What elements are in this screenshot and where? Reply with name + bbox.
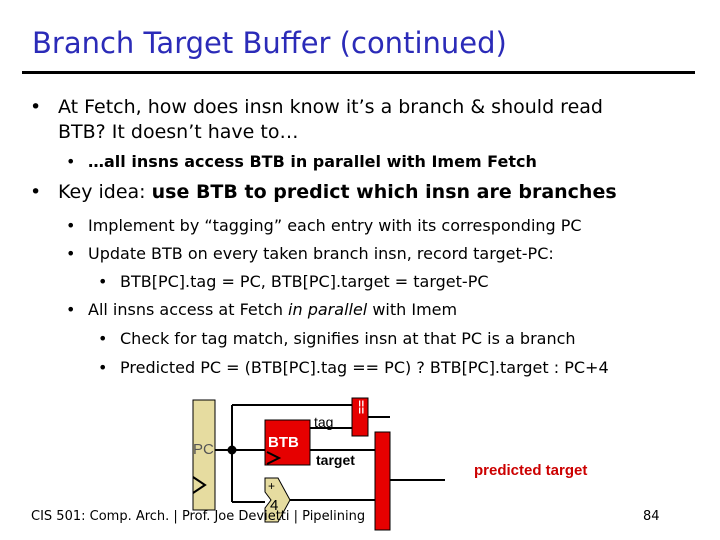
bullet-dot: • xyxy=(98,358,108,377)
plus-label: + xyxy=(268,479,276,493)
eq-label: == xyxy=(354,400,368,415)
four-label: 4 xyxy=(270,497,279,514)
target-label: target xyxy=(316,452,355,468)
bullet-dot: • xyxy=(30,181,42,203)
sub-bullet-3b: Predicted PC = (BTB[PC].tag == PC) ? BTB… xyxy=(120,358,609,377)
sub-bullet-1: Implement by “tagging” each entry with i… xyxy=(88,216,582,235)
pc-label: PC xyxy=(193,441,214,458)
title-rule xyxy=(22,71,695,74)
bullet-1-line-2: BTB? It doesn’t have to… xyxy=(58,121,299,143)
tag-label: tag xyxy=(314,414,334,430)
key-idea-bold: use BTB to predict which insn are branch… xyxy=(151,181,617,203)
predicted-target-label: predicted target xyxy=(474,462,588,479)
bullet-dot: • xyxy=(66,244,76,263)
btb-clock-triangle xyxy=(266,451,282,465)
sub-bullet-3-pre: All insns access at Fetch xyxy=(88,300,289,319)
sub-bullet-3-post: with Imem xyxy=(367,300,458,319)
bullet-dot: • xyxy=(66,216,76,235)
bullet-dot: • xyxy=(98,329,108,348)
bullet-dot: • xyxy=(30,96,42,118)
bullet-1-line-1: At Fetch, how does insn know it’s a bran… xyxy=(58,96,603,118)
sub-bullet-2a: BTB[PC].tag = PC, BTB[PC].target = targe… xyxy=(120,272,489,291)
bullet-dot: • xyxy=(66,152,76,171)
sub-bullet-2: Update BTB on every taken branch insn, r… xyxy=(88,244,554,263)
sub-bullet-3a: Check for tag match, signifies insn at t… xyxy=(120,329,576,348)
slide-title: Branch Target Buffer (continued) xyxy=(32,26,507,60)
btb-label: BTB xyxy=(268,434,299,451)
bullet-1-sub: …all insns access BTB in parallel with I… xyxy=(88,152,537,171)
adder-shape xyxy=(264,477,291,523)
bullet-2-line: Key idea: use BTB to predict which insn … xyxy=(58,181,617,203)
sub-bullet-3: All insns access at Fetch in parallel wi… xyxy=(88,300,457,319)
bullet-dot: • xyxy=(98,272,108,291)
btb-box xyxy=(264,419,311,466)
bullet-dot: • xyxy=(66,300,76,319)
key-idea-prefix: Key idea: xyxy=(58,181,152,203)
footer-text: CIS 501: Comp. Arch. | Prof. Joe Deviett… xyxy=(31,509,366,524)
mux-box xyxy=(374,431,391,531)
pc-register-box xyxy=(192,399,216,511)
page-number: 84 xyxy=(643,509,660,524)
pc-clock-triangle xyxy=(192,476,207,494)
sub-bullet-3-italic: in parallel xyxy=(288,300,368,319)
